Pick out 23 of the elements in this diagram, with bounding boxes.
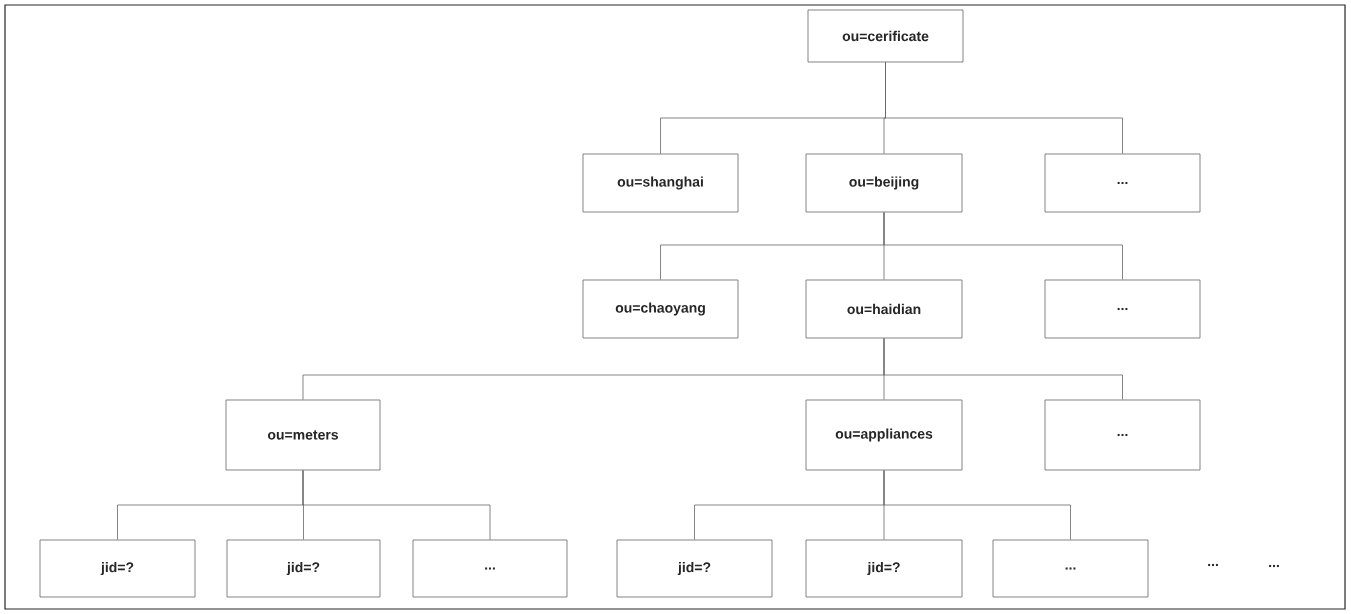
tree-box: ... [1044,399,1201,471]
connector [883,338,1123,400]
tree-box: ou=appliances [805,399,963,471]
tree-box: ou=meters [225,399,381,471]
tree-box: ... [992,539,1149,598]
connector [885,62,1123,154]
connector [883,212,1123,280]
tree-box: ou=beijing [805,153,963,213]
tree-box: ... [1044,279,1201,339]
tree-box: ou=cerificate [807,9,964,63]
tree-box: ou=haidian [805,279,963,339]
tree-box: jid=? [39,539,196,598]
tree-box: jid=? [805,539,963,598]
ellipsis-label: ... [1269,564,1279,568]
connector [302,470,491,540]
tree-box: ... [412,539,568,598]
tree-box: ou=shanghai [582,153,739,213]
ellipsis-label: ... [1208,563,1218,567]
tree-box: ... [1044,153,1201,213]
tree-box: jid=? [226,539,381,598]
connector [883,470,1071,540]
tree-box: ou=chaoyang [582,279,739,339]
tree-box: jid=? [616,539,773,598]
